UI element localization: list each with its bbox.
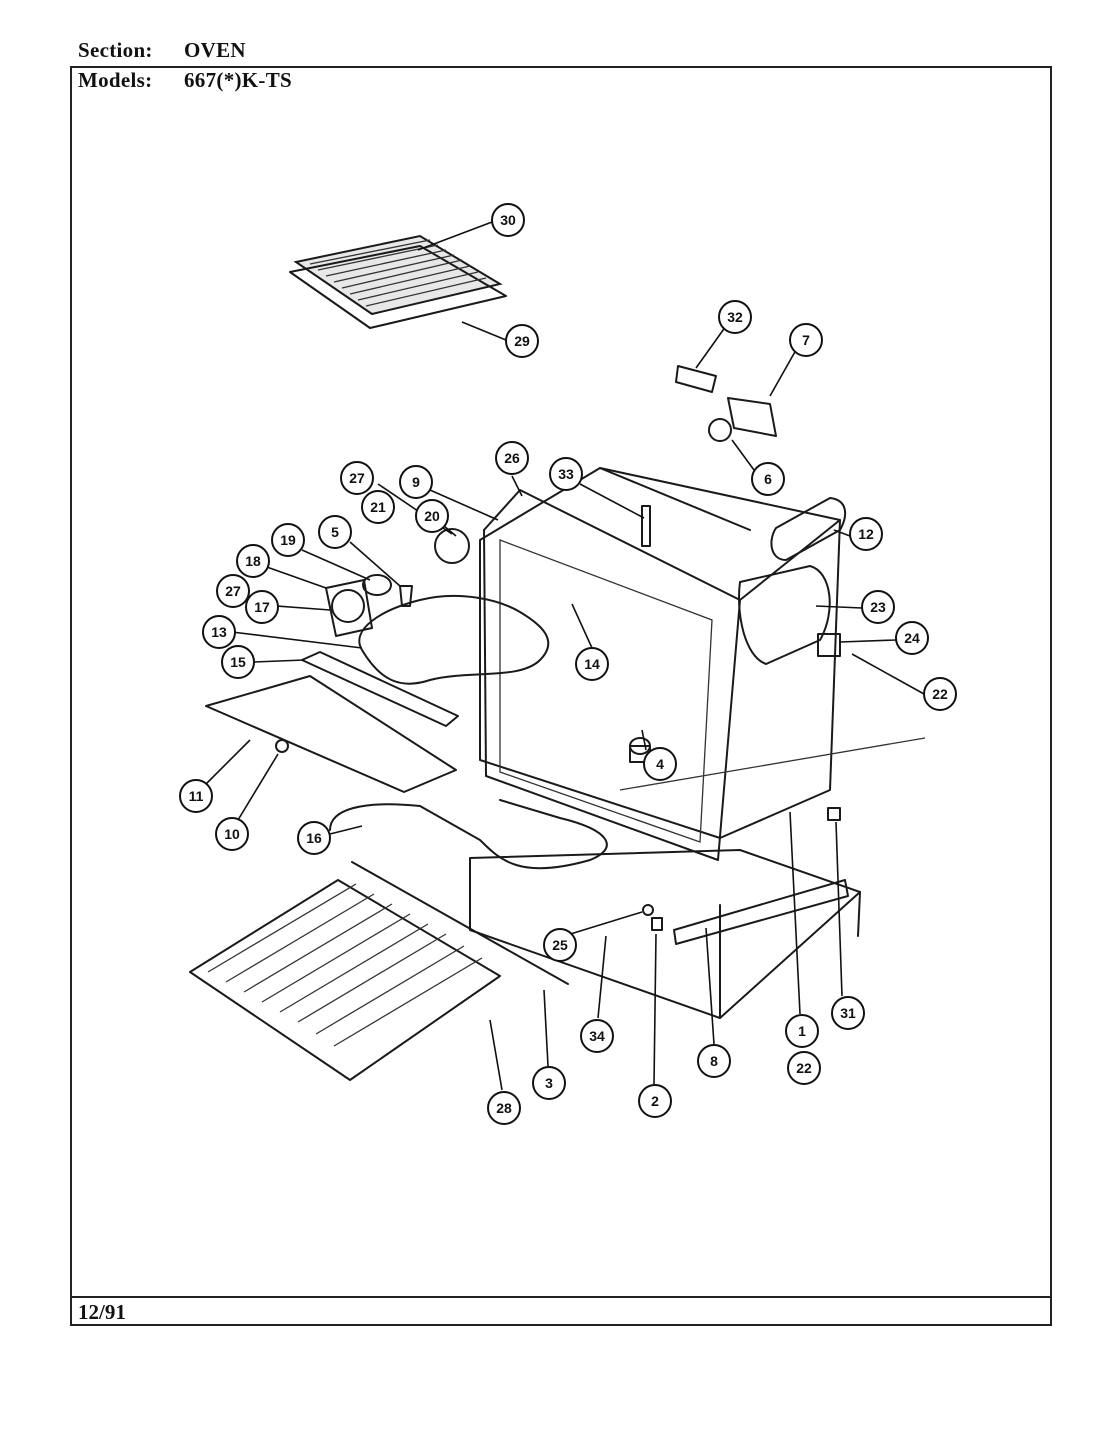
callout-30: 30 <box>491 203 525 237</box>
svg-text:2: 2 <box>651 1093 659 1109</box>
panel-trim <box>301 651 459 727</box>
svg-text:22: 22 <box>796 1060 812 1076</box>
small-parts <box>275 505 841 931</box>
callout-27-left: 27 <box>216 574 250 608</box>
callout-26: 26 <box>495 441 529 475</box>
callout-5: 5 <box>318 515 352 549</box>
svg-text:26: 26 <box>504 450 520 466</box>
callout-16: 16 <box>297 821 331 855</box>
svg-text:21: 21 <box>370 499 386 515</box>
callout-32: 32 <box>718 300 752 334</box>
vent-duct <box>770 497 847 561</box>
callout-9: 9 <box>399 465 433 499</box>
svg-text:30: 30 <box>500 212 516 228</box>
callout-6: 6 <box>751 462 785 496</box>
callout-17: 17 <box>245 590 279 624</box>
svg-text:29: 29 <box>514 333 530 349</box>
svg-text:20: 20 <box>424 508 440 524</box>
callout-25: 25 <box>543 928 577 962</box>
svg-text:6: 6 <box>764 471 772 487</box>
callout-19: 19 <box>271 523 305 557</box>
side-bracket <box>738 565 841 665</box>
svg-text:33: 33 <box>558 466 574 482</box>
svg-text:23: 23 <box>870 599 886 615</box>
svg-text:18: 18 <box>245 553 261 569</box>
svg-text:16: 16 <box>306 830 322 846</box>
svg-text:4: 4 <box>656 756 664 772</box>
svg-text:13: 13 <box>211 624 227 640</box>
callout-20: 20 <box>415 499 449 533</box>
diagram-frame <box>70 66 1052 1326</box>
svg-text:17: 17 <box>254 599 270 615</box>
models-label: Models: <box>78 68 153 92</box>
callout-4: 4 <box>643 747 677 781</box>
callout-24: 24 <box>895 621 929 655</box>
callout-29: 29 <box>505 324 539 358</box>
callout-22-bottom: 22 <box>787 1051 821 1085</box>
switch-bracket <box>675 365 777 442</box>
oven-base <box>469 737 926 1019</box>
callout-7: 7 <box>789 323 823 357</box>
light-assembly <box>325 528 470 637</box>
oven-cavity <box>479 467 841 861</box>
svg-text:3: 3 <box>545 1075 553 1091</box>
svg-text:27: 27 <box>349 470 365 486</box>
svg-text:31: 31 <box>840 1005 856 1021</box>
svg-text:12: 12 <box>858 526 874 542</box>
bake-element <box>329 799 608 870</box>
svg-text:32: 32 <box>727 309 743 325</box>
callout-12: 12 <box>849 517 883 551</box>
svg-text:8: 8 <box>710 1053 718 1069</box>
callout-28: 28 <box>487 1091 521 1125</box>
rack-rail <box>351 861 569 985</box>
callout-10: 10 <box>215 817 249 851</box>
callout-2: 2 <box>638 1084 672 1118</box>
callout-14: 14 <box>575 647 609 681</box>
svg-text:14: 14 <box>584 656 600 672</box>
svg-text:5: 5 <box>331 524 339 540</box>
bottom-panel <box>205 675 457 793</box>
revision-date: 12/91 <box>78 1300 126 1324</box>
svg-text:19: 19 <box>280 532 296 548</box>
svg-text:10: 10 <box>224 826 240 842</box>
broiler-pan-grid <box>289 234 507 329</box>
callout-27-top: 27 <box>340 461 374 495</box>
svg-text:27: 27 <box>225 583 241 599</box>
section-value: OVEN <box>184 38 246 62</box>
svg-text:22: 22 <box>932 686 948 702</box>
footer-divider <box>70 1296 1052 1298</box>
oven-rack <box>189 879 501 1081</box>
svg-text:9: 9 <box>412 474 420 490</box>
callout-1: 1 <box>785 1014 819 1048</box>
callout-8: 8 <box>697 1044 731 1078</box>
section-label: Section: <box>78 38 153 62</box>
callout-13: 13 <box>202 615 236 649</box>
callout-23: 23 <box>861 590 895 624</box>
svg-text:11: 11 <box>189 788 204 804</box>
callout-21: 21 <box>361 490 395 524</box>
models-value: 667(*)K-TS <box>184 68 292 92</box>
callout-18: 18 <box>236 544 270 578</box>
leader-lines <box>205 221 925 1091</box>
svg-text:15: 15 <box>230 654 246 670</box>
svg-text:28: 28 <box>496 1100 512 1116</box>
callout-33: 33 <box>549 457 583 491</box>
svg-text:24: 24 <box>904 630 920 646</box>
svg-text:7: 7 <box>802 332 810 348</box>
svg-text:34: 34 <box>589 1028 605 1044</box>
callout-11: 11 <box>179 779 213 813</box>
svg-text:25: 25 <box>552 937 568 953</box>
callout-31: 31 <box>831 996 865 1030</box>
callout-3: 3 <box>532 1066 566 1100</box>
callout-34: 34 <box>580 1019 614 1053</box>
callout-15: 15 <box>221 645 255 679</box>
callout-22-right: 22 <box>923 677 957 711</box>
broil-element <box>358 594 550 685</box>
svg-text:1: 1 <box>798 1023 806 1039</box>
